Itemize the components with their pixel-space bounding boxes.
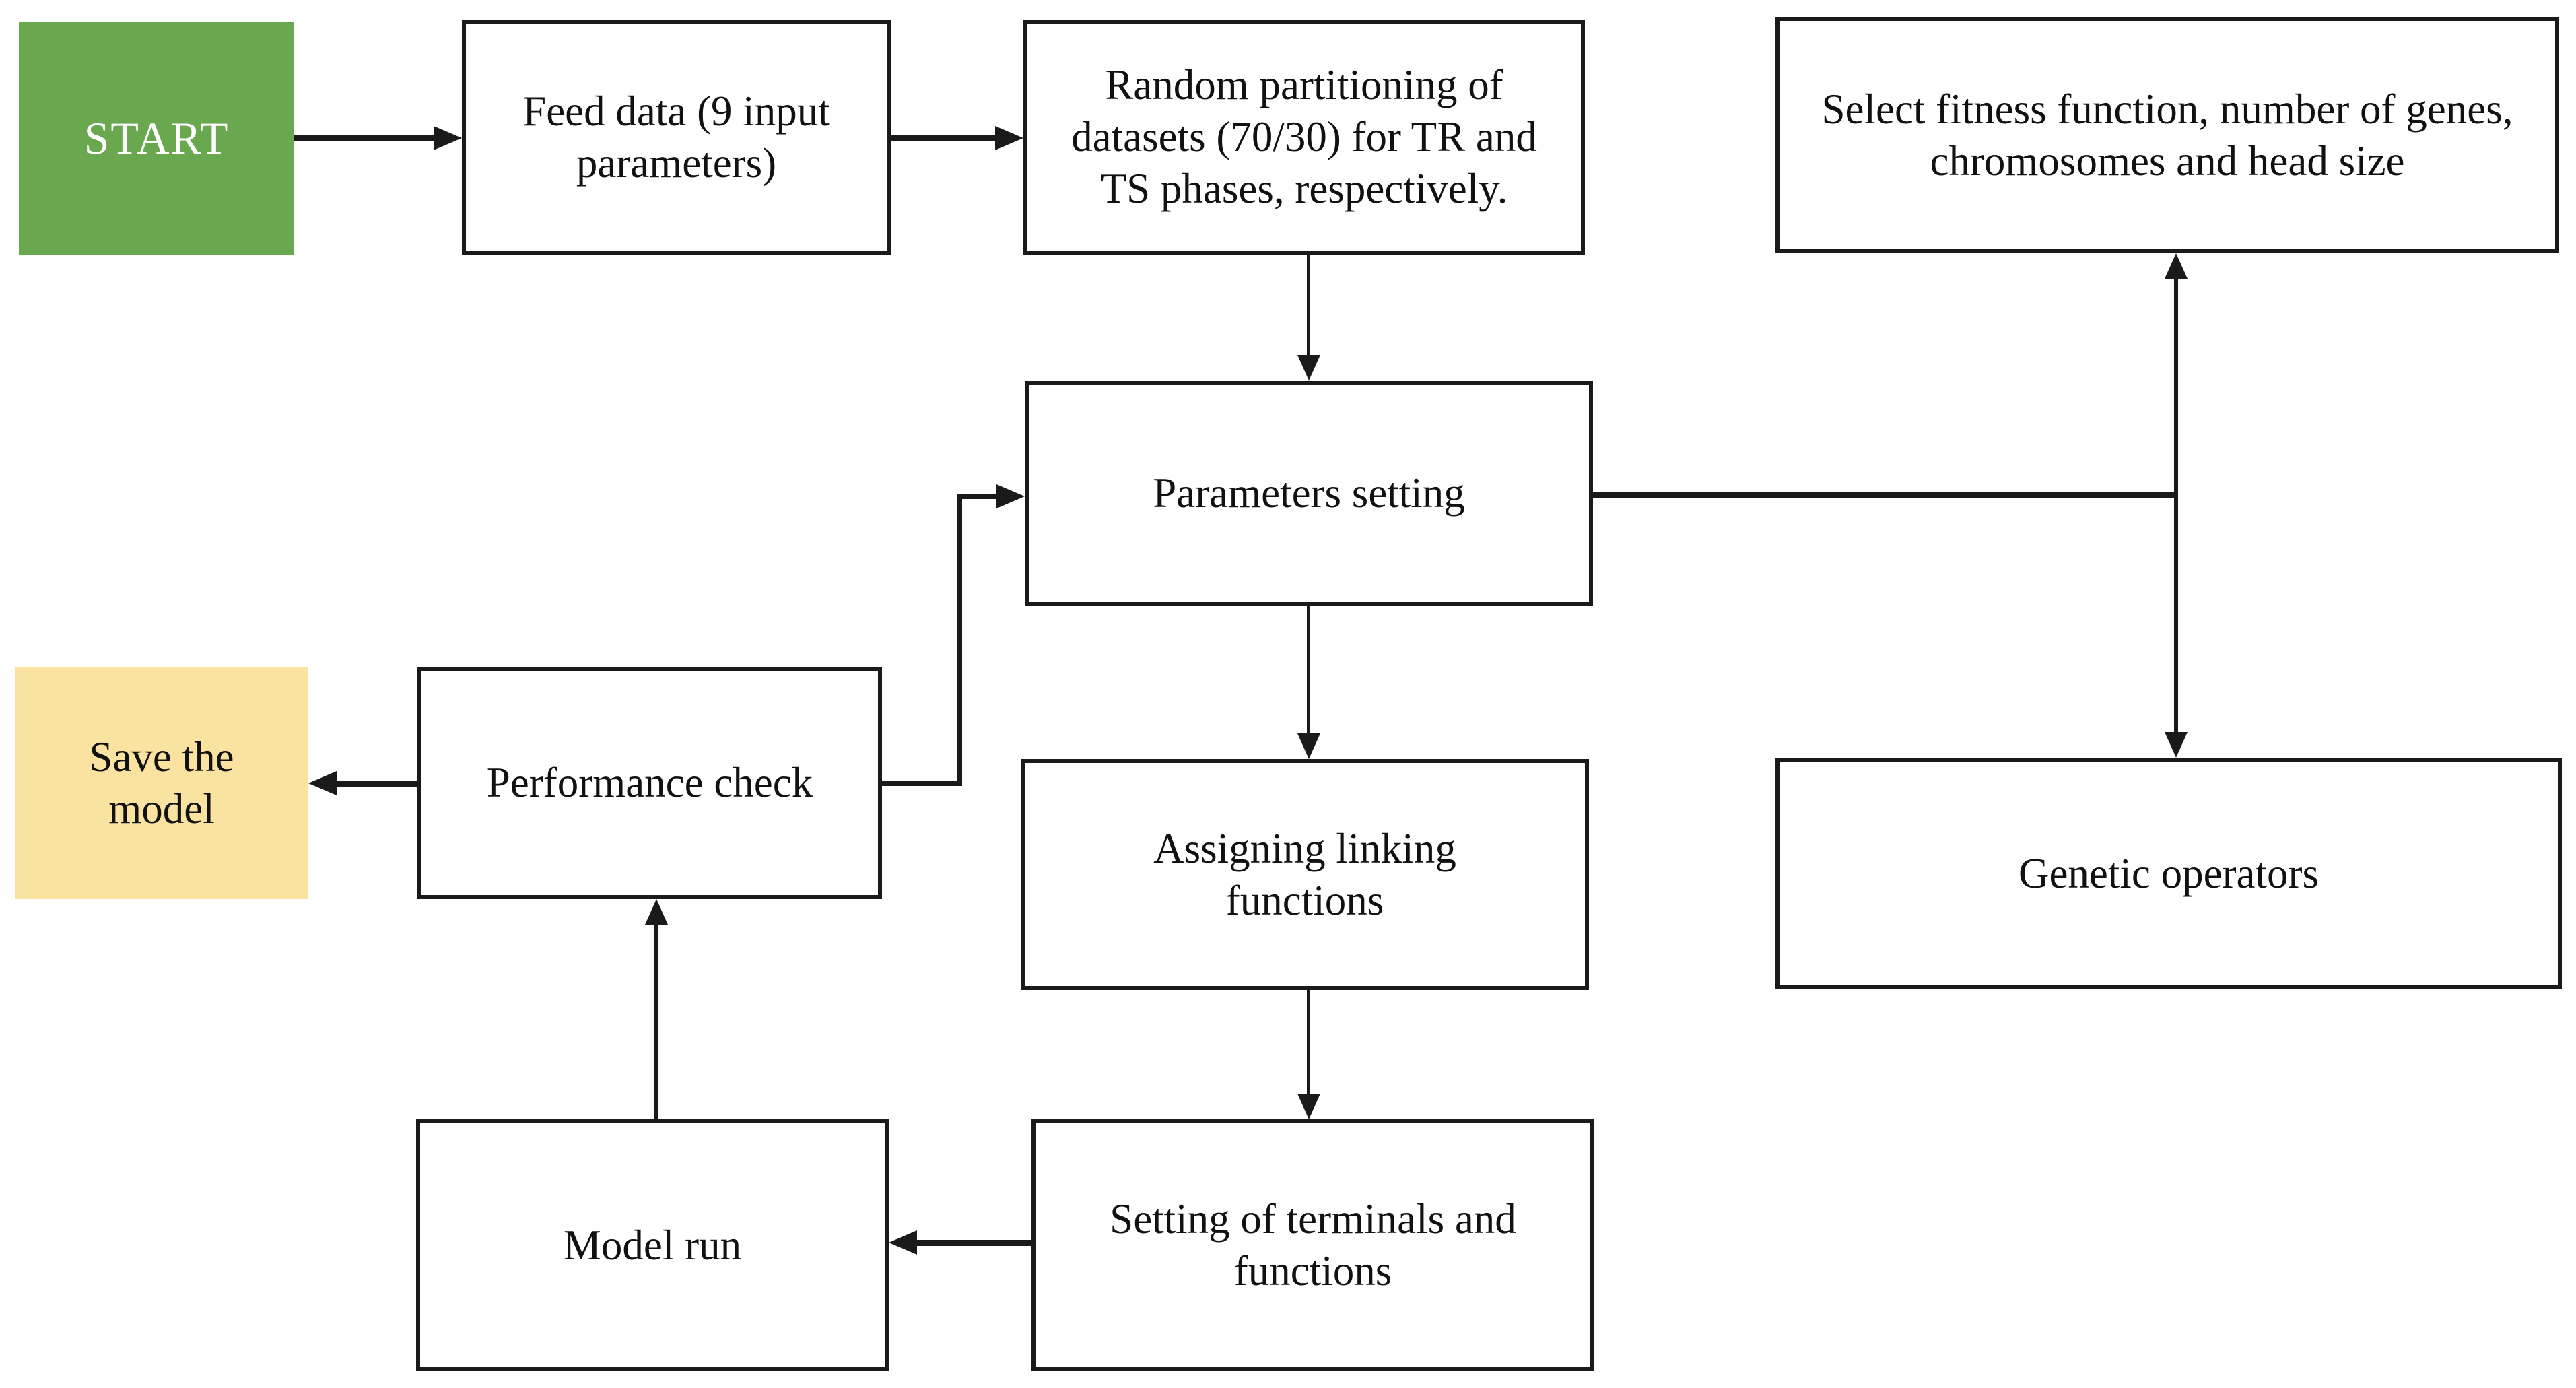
arrow-assign-to-terminals-line [1307,990,1310,1095]
node-select-fitness: Select fitness function, number of genes… [1775,17,2559,253]
node-assigning-linking-label: Assigning linking functions [1153,824,1456,924]
arrow-terminals-to-modelrun-line [914,1240,1031,1246]
arrow-params-to-assign-head [1297,733,1320,759]
node-performance-check-label: Performance check [486,759,813,807]
node-feed-data: Feed data (9 input parameters) [462,20,891,255]
node-setting-terminals-label: Setting of terminals and functions [1110,1195,1516,1294]
node-genetic-operators: Genetic operators [1775,758,2562,989]
node-parameters-setting-label: Parameters setting [1153,469,1465,517]
node-random-partitioning-label: Random partitioning of datasets (70/30) … [1071,61,1537,212]
node-select-fitness-label: Select fitness function, number of genes… [1821,85,2513,185]
node-feed-data-label: Feed data (9 input parameters) [522,88,830,187]
node-setting-terminals: Setting of terminals and functions [1031,1119,1594,1371]
arrow-random-to-params-head [1297,355,1320,381]
arrow-perf-to-params-seg-bottom [882,781,962,786]
arrow-random-to-params-line [1307,255,1310,356]
arrow-modelrun-to-perf-line [654,923,658,1119]
arrow-junction-to-genetic-head [2165,732,2188,758]
node-start-label: START [83,112,230,164]
node-save-model: Save the model [15,667,308,899]
arrow-perf-to-save-head [308,771,337,795]
arrow-feed-to-random-head [995,126,1023,150]
arrow-terminals-to-modelrun-head [889,1230,917,1255]
node-performance-check: Performance check [417,667,882,899]
arrow-feed-to-random-line [891,135,998,141]
arrow-junction-to-select-head [2165,253,2188,279]
arrow-start-to-feed-line [294,135,436,141]
node-parameters-setting: Parameters setting [1025,381,1593,606]
arrow-perf-to-save-line [334,781,417,787]
arrow-perf-to-params-seg-top [957,494,999,499]
node-assigning-linking: Assigning linking functions [1021,759,1589,990]
line-select-genetic-vertical [2174,277,2178,733]
node-model-run: Model run [416,1119,889,1371]
node-save-model-label: Save the model [89,733,234,832]
node-genetic-operators-label: Genetic operators [2018,849,2319,897]
arrow-params-to-assign-line [1307,606,1310,735]
arrow-assign-to-terminals-head [1297,1094,1320,1119]
arrow-start-to-feed-head [434,126,462,150]
node-model-run-label: Model run [563,1221,742,1269]
arrow-modelrun-to-perf-head [645,899,668,925]
line-params-to-junction [1593,492,2177,498]
arrow-perf-to-params-seg-vertical [957,494,962,786]
node-start: START [19,22,294,255]
arrow-perf-to-params-head [996,484,1025,508]
node-random-partitioning: Random partitioning of datasets (70/30) … [1023,20,1585,255]
